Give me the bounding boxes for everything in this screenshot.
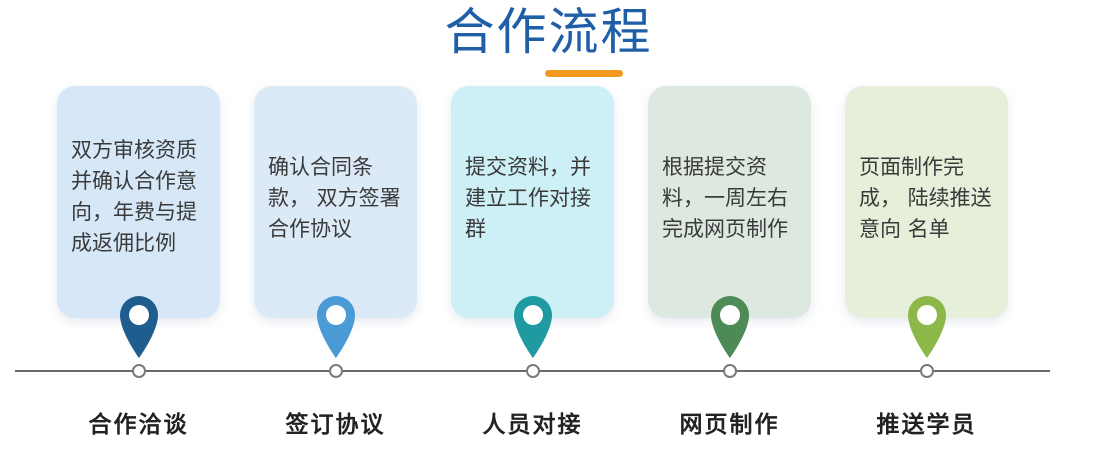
timeline-dot <box>526 364 540 378</box>
step-card-5: 页面制作完成， 陆续推送意向 名单 <box>845 86 1008 318</box>
map-pin-icon <box>904 292 950 360</box>
timeline-dot <box>132 364 146 378</box>
title-underline <box>545 70 623 77</box>
map-pin-icon <box>313 292 359 360</box>
map-pin-icon <box>707 292 753 360</box>
step-label-2: 签订协议 <box>285 412 386 438</box>
step-card-text: 根据提交资料，一周左右完成网页制作 <box>662 154 788 241</box>
step-card-3: 提交资料，并建立工作对接群 <box>451 86 614 318</box>
step-card-1: 双方审核资质并确认合作意向，年费与提成返佣比例 <box>57 86 220 318</box>
step-label-1: 合作洽谈 <box>88 412 189 438</box>
step-card-2: 确认合同条款， 双方签署合作协议 <box>254 86 417 318</box>
step-label-3: 人员对接 <box>482 412 583 438</box>
page-title: 合作流程 <box>444 3 653 61</box>
step-label-4: 网页制作 <box>679 412 780 438</box>
map-pin-icon <box>116 292 162 360</box>
timeline-dot <box>920 364 934 378</box>
timeline-dot <box>723 364 737 378</box>
step-card-text: 确认合同条款， 双方签署合作协议 <box>268 154 401 241</box>
step-label-5: 推送学员 <box>876 412 977 438</box>
step-card-text: 提交资料，并建立工作对接群 <box>465 154 591 241</box>
timeline-dot <box>329 364 343 378</box>
step-card-4: 根据提交资料，一周左右完成网页制作 <box>648 86 811 318</box>
step-card-text: 页面制作完成， 陆续推送意向 名单 <box>859 154 992 241</box>
step-card-text: 双方审核资质并确认合作意向，年费与提成返佣比例 <box>71 138 197 256</box>
map-pin-icon <box>510 292 556 360</box>
